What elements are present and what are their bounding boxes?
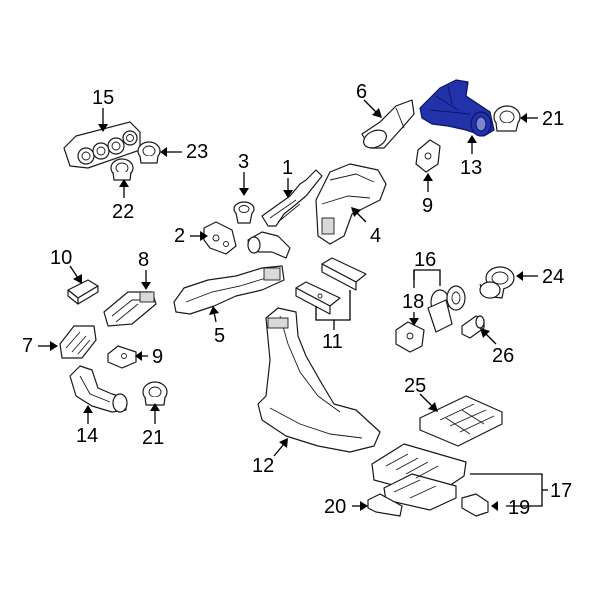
callout-3: 3 — [238, 151, 249, 173]
part-2-bracket[interactable] — [203, 221, 237, 255]
part-8-vent-outlet[interactable] — [103, 291, 157, 327]
part-9-bracket-left[interactable] — [107, 345, 137, 369]
part-22-vent-knob[interactable] — [110, 158, 134, 181]
part-23-vent-knob[interactable] — [137, 141, 161, 164]
part-5-floor-duct[interactable] — [173, 265, 285, 315]
callout-11: 11 — [322, 331, 343, 353]
callout-18: 18 — [402, 291, 424, 313]
callout-17: 17 — [550, 480, 572, 502]
callout-1: 1 — [282, 157, 293, 179]
callout-4: 4 — [370, 225, 381, 247]
part-3-clip[interactable] — [233, 201, 255, 224]
part-12-rear-duct[interactable] — [257, 307, 381, 453]
callout-labels: 15 22 23 3 1 2 4 6 13 21 9 10 8 7 9 14 2… — [22, 81, 572, 519]
callout-21-top: 21 — [542, 108, 564, 130]
part-26-sensor[interactable] — [461, 315, 485, 339]
part-4-duct-housing[interactable] — [315, 163, 387, 245]
leader-lines — [38, 99, 548, 511]
callout-6: 6 — [356, 81, 367, 103]
callout-13: 13 — [460, 157, 482, 179]
callout-22: 22 — [112, 201, 134, 223]
callout-9-left: 9 — [152, 346, 163, 368]
callout-15: 15 — [92, 87, 114, 109]
callout-23: 23 — [186, 141, 208, 163]
part-21-vent-knob-bottom[interactable] — [142, 381, 168, 406]
part-7-vent[interactable] — [59, 325, 97, 359]
part-13-duct-highlighted[interactable] — [419, 79, 495, 137]
callout-26: 26 — [492, 345, 514, 367]
callout-19: 19 — [508, 497, 530, 519]
part-6-inlet-duct[interactable] — [361, 99, 415, 151]
callout-16: 16 — [414, 249, 436, 271]
callout-8: 8 — [138, 249, 149, 271]
part-14-elbow-duct[interactable] — [69, 365, 128, 413]
part-21-vent-knob-top[interactable] — [493, 105, 521, 132]
part-17-blower-housing[interactable] — [371, 443, 467, 511]
callout-14: 14 — [76, 425, 98, 447]
part-10-clip[interactable] — [67, 279, 99, 305]
part-11-rails[interactable] — [295, 257, 367, 315]
callout-10: 10 — [50, 247, 72, 269]
callout-20: 20 — [324, 496, 346, 518]
part-18-bracket[interactable] — [395, 321, 425, 353]
part-15-vent-bezel[interactable] — [63, 121, 141, 169]
callout-12: 12 — [252, 455, 274, 477]
callout-25: 25 — [404, 375, 426, 397]
callout-21-bottom: 21 — [142, 427, 164, 449]
part-24-vent-knob[interactable] — [479, 266, 515, 299]
part-19-clip[interactable] — [461, 493, 489, 517]
callout-24: 24 — [542, 266, 564, 288]
callout-9-top: 9 — [422, 195, 433, 217]
part-1-duct[interactable] — [247, 169, 323, 259]
part-20-clip[interactable] — [367, 493, 403, 517]
part-9-bracket-top[interactable] — [415, 139, 441, 173]
callout-2: 2 — [174, 225, 185, 247]
part-25-filter-cover[interactable] — [419, 395, 503, 447]
callout-5: 5 — [214, 325, 225, 347]
part-16-actuator[interactable] — [427, 285, 466, 333]
callout-7: 7 — [22, 335, 33, 357]
